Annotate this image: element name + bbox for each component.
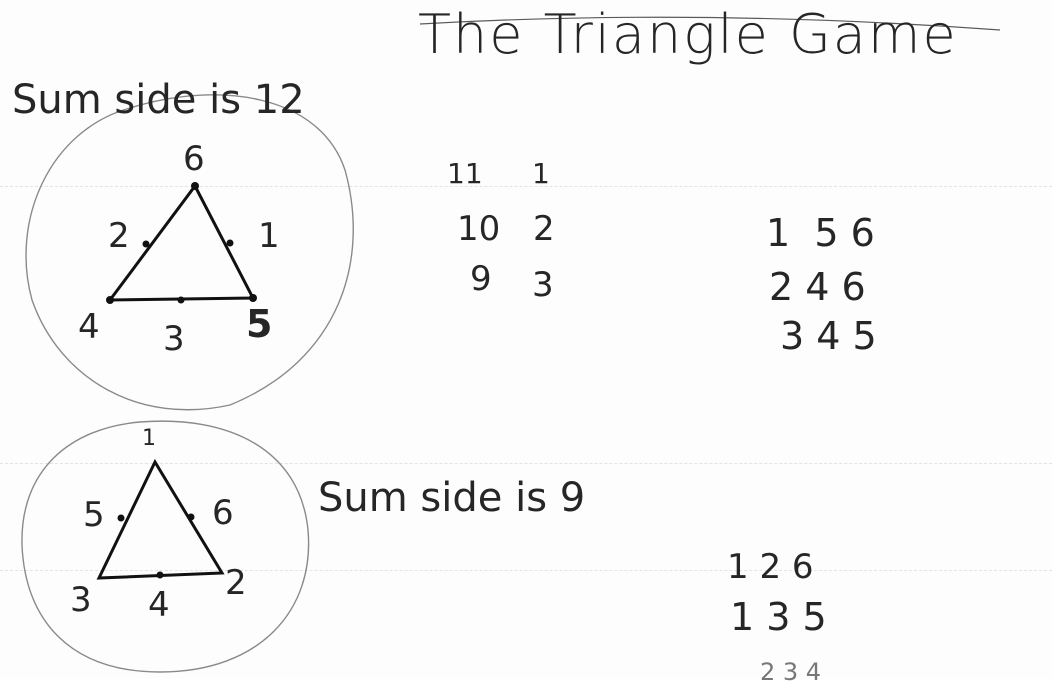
midpoint-left-number: 5	[83, 495, 105, 535]
vertex-bottom-right-number: 5	[246, 302, 273, 346]
pair-right-number: 2	[533, 209, 555, 249]
puzzle-b-label: Sum side is 9	[318, 475, 586, 521]
page-title: The Triangle Game	[418, 3, 958, 66]
dot-vertex	[191, 182, 199, 190]
dot-vertex	[106, 296, 114, 304]
puzzle-a-label: Sum side is 12	[12, 77, 305, 123]
dot-midpoint	[226, 239, 234, 247]
circle-puzzle-a	[25, 94, 354, 411]
dot-midpoint	[187, 513, 195, 521]
triple-row: 2 4 6	[769, 265, 866, 309]
triple-row: 1 2 6	[727, 547, 814, 587]
dot-midpoint	[117, 514, 125, 522]
faint-rule-line	[0, 186, 1052, 187]
vertex-bottom-right-number: 2	[225, 563, 247, 603]
midpoint-left-number: 2	[108, 216, 130, 256]
pair-left-number: 11	[447, 157, 483, 190]
midpoint-right-number: 1	[258, 216, 280, 256]
dot-midpoint	[156, 571, 164, 579]
vertex-bottom-left-number: 3	[70, 580, 92, 620]
dot-midpoint	[177, 296, 185, 304]
triple-row: 1 5 6	[766, 211, 875, 255]
vertex-bottom-left-number: 4	[78, 307, 100, 347]
vertex-top-number: 1	[142, 426, 156, 451]
triple-row: 3 4 5	[780, 314, 877, 358]
midpoint-bottom-number: 3	[163, 319, 185, 359]
midpoint-right-number: 6	[212, 493, 234, 533]
title-overline-stroke	[419, 16, 1001, 31]
dot-vertex	[249, 294, 257, 302]
faint-rule-line	[0, 570, 1052, 571]
dot-midpoint	[142, 240, 150, 248]
triangle-puzzle-b	[96, 458, 225, 580]
pair-left-number: 9	[470, 259, 492, 299]
triple-row: 2 3 4	[760, 658, 822, 686]
vertex-top-number: 6	[183, 139, 205, 179]
midpoint-bottom-number: 4	[148, 585, 170, 625]
faint-rule-line	[0, 463, 1052, 464]
circle-puzzle-b	[21, 420, 310, 673]
pair-right-number: 3	[532, 265, 554, 305]
pair-left-number: 10	[457, 209, 501, 249]
pair-right-number: 1	[532, 157, 550, 190]
triple-row: 1 3 5	[730, 595, 827, 639]
